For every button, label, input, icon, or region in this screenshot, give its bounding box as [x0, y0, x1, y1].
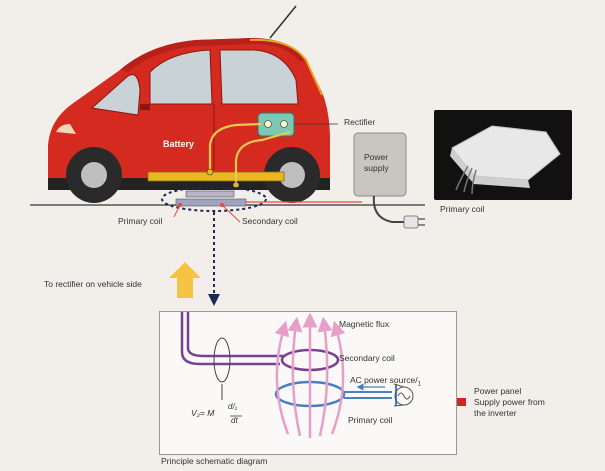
primary-coil-car [176, 199, 246, 206]
formula-numerator: d/₁ [228, 402, 237, 411]
power-plug [404, 216, 418, 228]
power-cord [374, 196, 406, 222]
secondary-coil-label: Secondary coil [242, 217, 298, 227]
flux-line-2 [293, 324, 300, 436]
ac-power-source-text: AC power source/ [350, 375, 418, 385]
schematic-caption: Principle schematic diagram [161, 457, 267, 467]
yellow-up-arrow [169, 262, 201, 298]
formula-v2: V₂= M [191, 409, 214, 419]
secondary-coil-car [186, 191, 234, 197]
coil-pad-image [434, 110, 572, 200]
secondary-coil-leader [222, 205, 240, 222]
flux-line-5 [332, 328, 343, 434]
to-rectifier-label: To rectifier on vehicle side [44, 280, 142, 290]
flux-line-3 [320, 324, 327, 436]
secondary-coil-schem-label: Secondary coil [339, 354, 395, 364]
primary-coil-schem-label: Primary coil [348, 416, 392, 426]
magnetic-flux-label: Magnetic flux [339, 320, 389, 330]
rectifier-label: Rectifier [344, 118, 375, 128]
voltage-loop [214, 338, 230, 382]
front-hub [81, 162, 107, 188]
power-panel-label-2: Supply power from [474, 398, 545, 408]
ac-power-source-subscript: 1 [418, 382, 421, 388]
flux-line-4 [277, 328, 288, 434]
power-supply-label-1: Power [364, 153, 388, 163]
car-mirror [140, 104, 150, 110]
ac-power-source-label: AC power source/1 [350, 376, 421, 389]
power-supply-label-2: supply [364, 164, 389, 174]
power-panel-label-3: the inverter [474, 409, 517, 419]
primary-coil-photo-label: Primary coil [440, 205, 484, 215]
secondary-wire [182, 312, 284, 364]
battery-box [148, 172, 284, 181]
power-panel-label-1: Power panel [474, 387, 521, 397]
primary-coil-photo [434, 110, 572, 200]
power-supply-unit [354, 133, 425, 228]
battery-label: Battery [163, 139, 194, 149]
car-antenna [270, 6, 296, 38]
formula-denominator: dt [231, 416, 238, 425]
car-illustration [48, 6, 338, 203]
primary-coil-label: Primary coil [118, 217, 162, 227]
